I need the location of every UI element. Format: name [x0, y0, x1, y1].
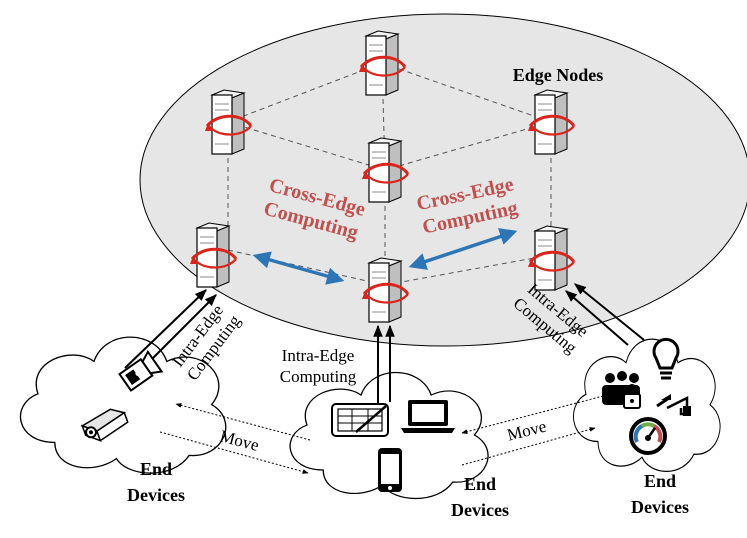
end-devices-label: Devices [631, 497, 689, 517]
projector-icon [80, 408, 129, 442]
end-devices-label: End [140, 459, 172, 479]
smart-lock-icon [602, 371, 641, 409]
video-camera-icon [118, 349, 164, 392]
end-devices-label: Devices [451, 500, 509, 520]
server-icon [360, 256, 410, 324]
intra-edge-label-middle: Intra-Edge Computing [280, 346, 357, 386]
cross-edge-arrow [408, 228, 518, 270]
end-devices-label-right: End Devices [631, 471, 689, 517]
edge-nodes-label: Edge Nodes [513, 65, 604, 85]
gauge-icon [629, 417, 667, 455]
intra-edge-arrows-left [124, 289, 217, 369]
move-label: Move [505, 417, 548, 445]
end-devices-label: End [464, 474, 496, 494]
server-icon [203, 88, 253, 156]
server-icon [360, 136, 410, 204]
end-devices-label-left: End Devices [127, 459, 185, 505]
end-devices-label-middle: End Devices [451, 474, 509, 520]
end-devices-label: Devices [127, 485, 185, 505]
cross-edge-arrow [252, 251, 345, 285]
intra-edge-arrows-right [565, 283, 645, 346]
intra-edge-label: Computing [280, 367, 357, 386]
move-arrows-left [159, 403, 311, 474]
server-icon [357, 29, 407, 97]
light-bulb-icon [652, 337, 680, 380]
laptop-icon [401, 400, 455, 433]
smartphone-icon [378, 448, 402, 492]
intra-edge-label: Intra-Edge [282, 346, 355, 365]
server-icon [188, 221, 238, 289]
move-label: Move [218, 426, 261, 455]
end-devices-label: End [644, 471, 676, 491]
server-icon [526, 88, 576, 156]
sensor-icon [656, 394, 691, 416]
move-arrows-right [461, 394, 608, 466]
tablet-icon [331, 403, 389, 437]
edge-region-ellipse [139, 13, 747, 347]
intra-edge-arrows-middle [373, 324, 395, 410]
